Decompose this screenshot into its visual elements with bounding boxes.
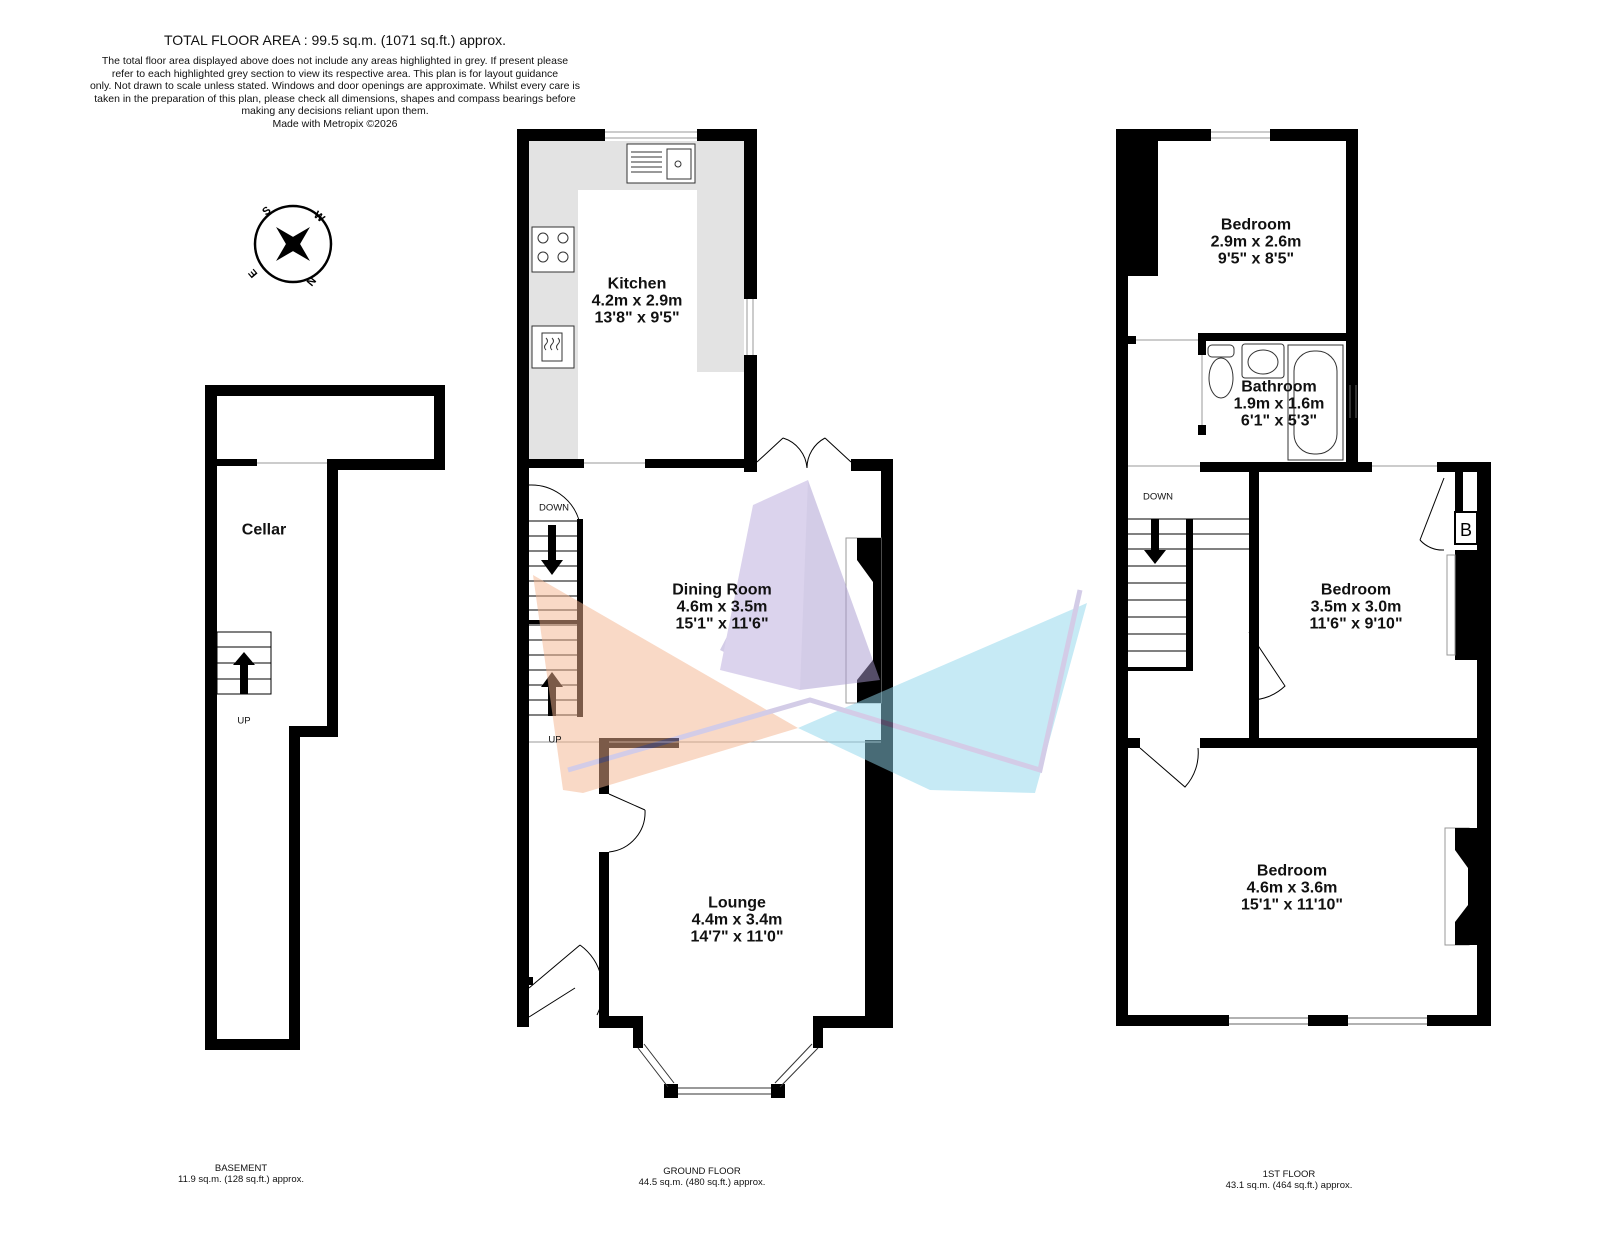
total-floor-area-title: TOTAL FLOOR AREA : 99.5 sq.m. (1071 sq.f… bbox=[163, 32, 507, 48]
up-arrow-icon bbox=[233, 652, 255, 694]
boiler-cupboard: B bbox=[1419, 472, 1478, 551]
compass-letter: N bbox=[304, 274, 318, 288]
toilet-icon bbox=[1207, 344, 1235, 399]
room-label-kitchen: Kitchen 4.2m x 2.9m 13'8" x 9'5" bbox=[591, 275, 683, 327]
boiler-label: B bbox=[1460, 520, 1472, 540]
disclaimer-line: taken in the preparation of this plan, p… bbox=[94, 92, 576, 105]
room-label-dining-room: Dining Room 4.6m x 3.5m 15'1" x 11'6" bbox=[672, 581, 772, 633]
room-label-bedroom-front: Bedroom 4.6m x 3.6m 15'1" x 11'10" bbox=[1241, 862, 1343, 914]
basement-plan bbox=[205, 385, 445, 1050]
watermark-logo bbox=[533, 480, 1087, 793]
down-arrow-icon bbox=[541, 525, 563, 575]
floor-caption-basement: BASEMENT 11.9 sq.m. (128 sq.ft.) approx. bbox=[177, 1163, 305, 1185]
fridge-icon bbox=[531, 325, 575, 369]
room-label-bedroom-middle: Bedroom 3.5m x 3.0m 11'6" x 9'10" bbox=[1309, 581, 1403, 633]
bathroom-window bbox=[1349, 385, 1357, 418]
disclaimer-line: only. Not drawn to scale unless stated. … bbox=[89, 80, 581, 92]
disclaimer-line: Made with Metropix ©2026 bbox=[272, 117, 398, 130]
room-label-bedroom-rear: Bedroom 2.9m x 2.6m 9'5" x 8'5" bbox=[1210, 216, 1302, 268]
disclaimer-line: refer to each highlighted grey section t… bbox=[111, 67, 559, 80]
disclaimer-text: The total floor area displayed above doe… bbox=[55, 55, 615, 130]
disclaimer-line: The total floor area displayed above doe… bbox=[101, 55, 569, 67]
compass-letter: S bbox=[260, 204, 273, 218]
basin-icon bbox=[1241, 343, 1285, 379]
ground-stair-up-label: UP bbox=[548, 734, 562, 746]
cellar-stair-label: UP bbox=[237, 715, 251, 727]
front-door bbox=[528, 944, 604, 1018]
floor-caption-ground: GROUND FLOOR 44.5 sq.m. (480 sq.ft.) app… bbox=[638, 1166, 766, 1188]
hob-icon bbox=[531, 226, 575, 273]
first-stair-down-label: DOWN bbox=[1142, 491, 1174, 503]
room-label-cellar: Cellar bbox=[241, 521, 287, 539]
disclaimer-line: making any decisions reliant upon them. bbox=[241, 105, 429, 117]
room-label-bathroom: Bathroom 1.9m x 1.6m 6'1" x 5'3" bbox=[1233, 378, 1325, 430]
floor-caption-first: 1ST FLOOR 43.1 sq.m. (464 sq.ft.) approx… bbox=[1225, 1169, 1353, 1191]
compass-letter: E bbox=[246, 266, 260, 279]
ground-stair-down-label: DOWN bbox=[538, 502, 570, 514]
bath-icon bbox=[1287, 344, 1344, 461]
compass-icon: S W E N bbox=[246, 204, 333, 288]
double-door bbox=[756, 437, 852, 469]
room-label-lounge: Lounge 4.4m x 3.4m 14'7" x 11'0" bbox=[690, 894, 784, 946]
sink-icon bbox=[626, 143, 696, 184]
bay-window bbox=[637, 1043, 819, 1095]
first-floor-plan: B bbox=[1116, 129, 1491, 1026]
down-arrow-icon bbox=[1144, 519, 1166, 564]
